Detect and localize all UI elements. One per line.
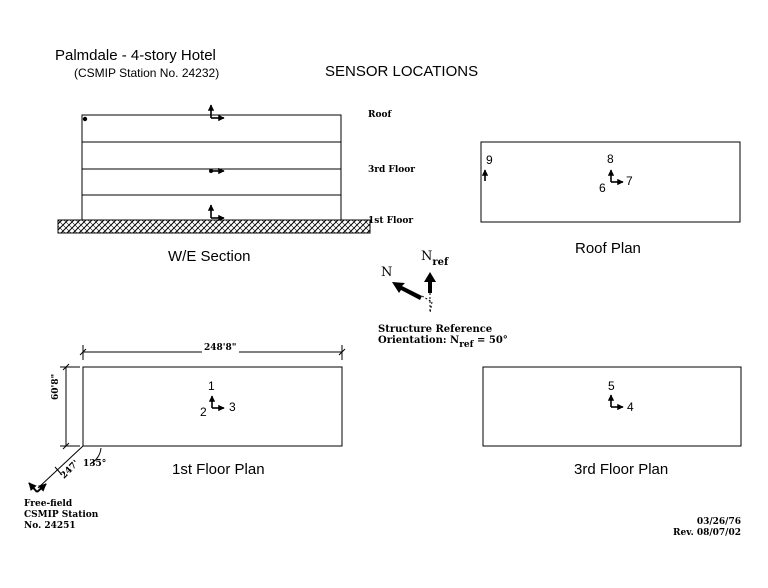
station-subtitle: (CSMIP Station No. 24232)	[74, 66, 220, 80]
sensor-7-label: 7	[626, 174, 633, 188]
roof-sensor-group-icon	[607, 169, 624, 186]
third-floor-plan-caption: 3rd Floor Plan	[574, 461, 669, 478]
sensor-9-label: 9	[486, 153, 493, 167]
first-floor-plan-caption: 1st Floor Plan	[172, 461, 265, 478]
section-1st-floor-sensor-icon	[207, 204, 225, 222]
first-floor-sensor-icon	[208, 395, 225, 412]
level-label-1st-floor: 1st Floor	[368, 216, 414, 226]
sensor-2-label: 2	[200, 405, 207, 419]
section-roof-sensor-icon	[207, 104, 225, 122]
revision-dates: 03/26/76 Rev. 08/07/02	[673, 517, 741, 539]
north-arrows	[392, 272, 436, 314]
first-floor-plan	[28, 345, 346, 493]
free-field-offset-line	[37, 445, 84, 489]
section-3rd-floor-sensor-icon	[209, 167, 225, 175]
we-section-building	[57, 104, 371, 234]
free-field-line3: No. 24251	[24, 521, 76, 531]
nref-arrow-icon	[424, 272, 436, 293]
roof-plan	[480, 141, 741, 223]
sensor-3-label: 3	[229, 400, 236, 414]
free-field-line1: Free-field	[24, 499, 73, 509]
we-section-caption: W/E Section	[168, 248, 251, 265]
free-field-sensor-icon	[28, 482, 47, 493]
date-revision: Rev. 08/07/02	[673, 528, 741, 538]
sensor-5-label: 5	[608, 379, 615, 393]
level-label-roof: Roof	[368, 110, 392, 120]
sensor-6-label: 6	[599, 181, 606, 195]
ground-hatch	[57, 219, 371, 234]
angle-arc	[89, 447, 102, 465]
roof-corner-sensor-dot	[82, 116, 88, 122]
free-field-line2: CSMIP Station	[24, 510, 99, 520]
sensor-1-label: 1	[208, 379, 215, 393]
width-dimension-label: 248'8"	[202, 343, 239, 353]
sensor-8-label: 8	[607, 152, 614, 166]
depth-dimension-label: 60'8"	[51, 373, 61, 400]
north-label: N	[381, 265, 393, 280]
north-arrow-icon	[392, 282, 422, 300]
page-title: Palmdale - 4-story Hotel	[55, 47, 216, 64]
third-floor-plan	[482, 366, 742, 447]
nref-label: Nref	[421, 249, 449, 268]
third-floor-sensor-icon	[607, 394, 624, 411]
level-label-3rd-floor: 3rd Floor	[368, 165, 415, 175]
date-original: 03/26/76	[696, 517, 741, 527]
angle-label: 135°	[83, 459, 107, 469]
orientation-label-line1: Structure Reference	[378, 324, 493, 335]
sensor-4-label: 4	[627, 400, 634, 414]
roof-plan-caption: Roof Plan	[575, 240, 641, 257]
sensor-locations-heading: SENSOR LOCATIONS	[325, 63, 479, 80]
orientation-label-line2: Orientation: Nref = 50°	[378, 335, 508, 350]
free-field-label: Free-field CSMIP Station No. 24251	[24, 499, 98, 532]
